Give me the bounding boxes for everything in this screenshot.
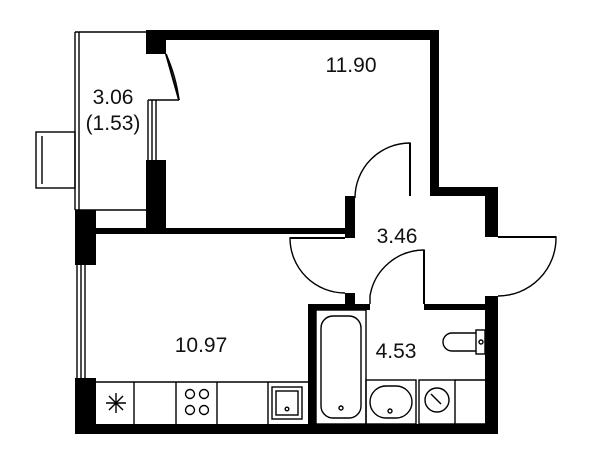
toilet-icon bbox=[442, 329, 486, 355]
kitchen-area: 10.97 bbox=[175, 334, 228, 357]
stove-icon bbox=[184, 388, 210, 416]
extractor-icon bbox=[106, 393, 126, 413]
walls bbox=[75, 30, 498, 434]
bedroom-area: 11.90 bbox=[326, 54, 377, 77]
sink-icon bbox=[365, 379, 417, 425]
kitchen-counter bbox=[96, 381, 308, 424]
bath-counter bbox=[455, 379, 485, 425]
bathroom-area: 4.53 bbox=[376, 340, 417, 363]
doors bbox=[289, 142, 557, 304]
balcony-area: 3.06 bbox=[93, 86, 134, 109]
kitchen-sink-icon bbox=[271, 386, 303, 420]
bathtub-icon bbox=[315, 309, 367, 425]
hallway-area: 3.46 bbox=[377, 225, 418, 248]
washing-machine-icon bbox=[418, 379, 456, 425]
balcony bbox=[35, 31, 180, 211]
balcony-area-reduced: (1.53) bbox=[86, 112, 141, 135]
kitchen-window bbox=[76, 265, 86, 378]
